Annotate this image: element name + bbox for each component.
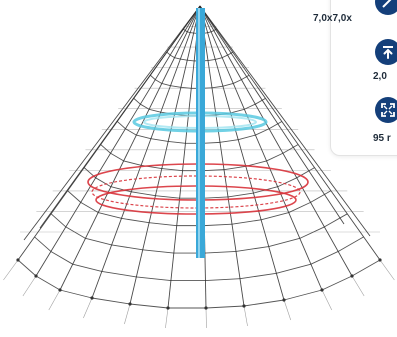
dimensions-icon — [375, 0, 397, 15]
spec-area-value: 95 r — [373, 133, 391, 144]
spec-height-value: 2,0 — [373, 71, 387, 82]
area-expand-icon — [375, 97, 397, 123]
spec-dimensions-value: 7,0x7,0x — [313, 13, 352, 24]
central-pole — [196, 8, 205, 258]
central-pole-highlight — [198, 8, 200, 258]
height-arrow-icon — [375, 39, 397, 65]
spec-panel: 7,0x7,0x 2,0 95 r — [313, 0, 397, 156]
